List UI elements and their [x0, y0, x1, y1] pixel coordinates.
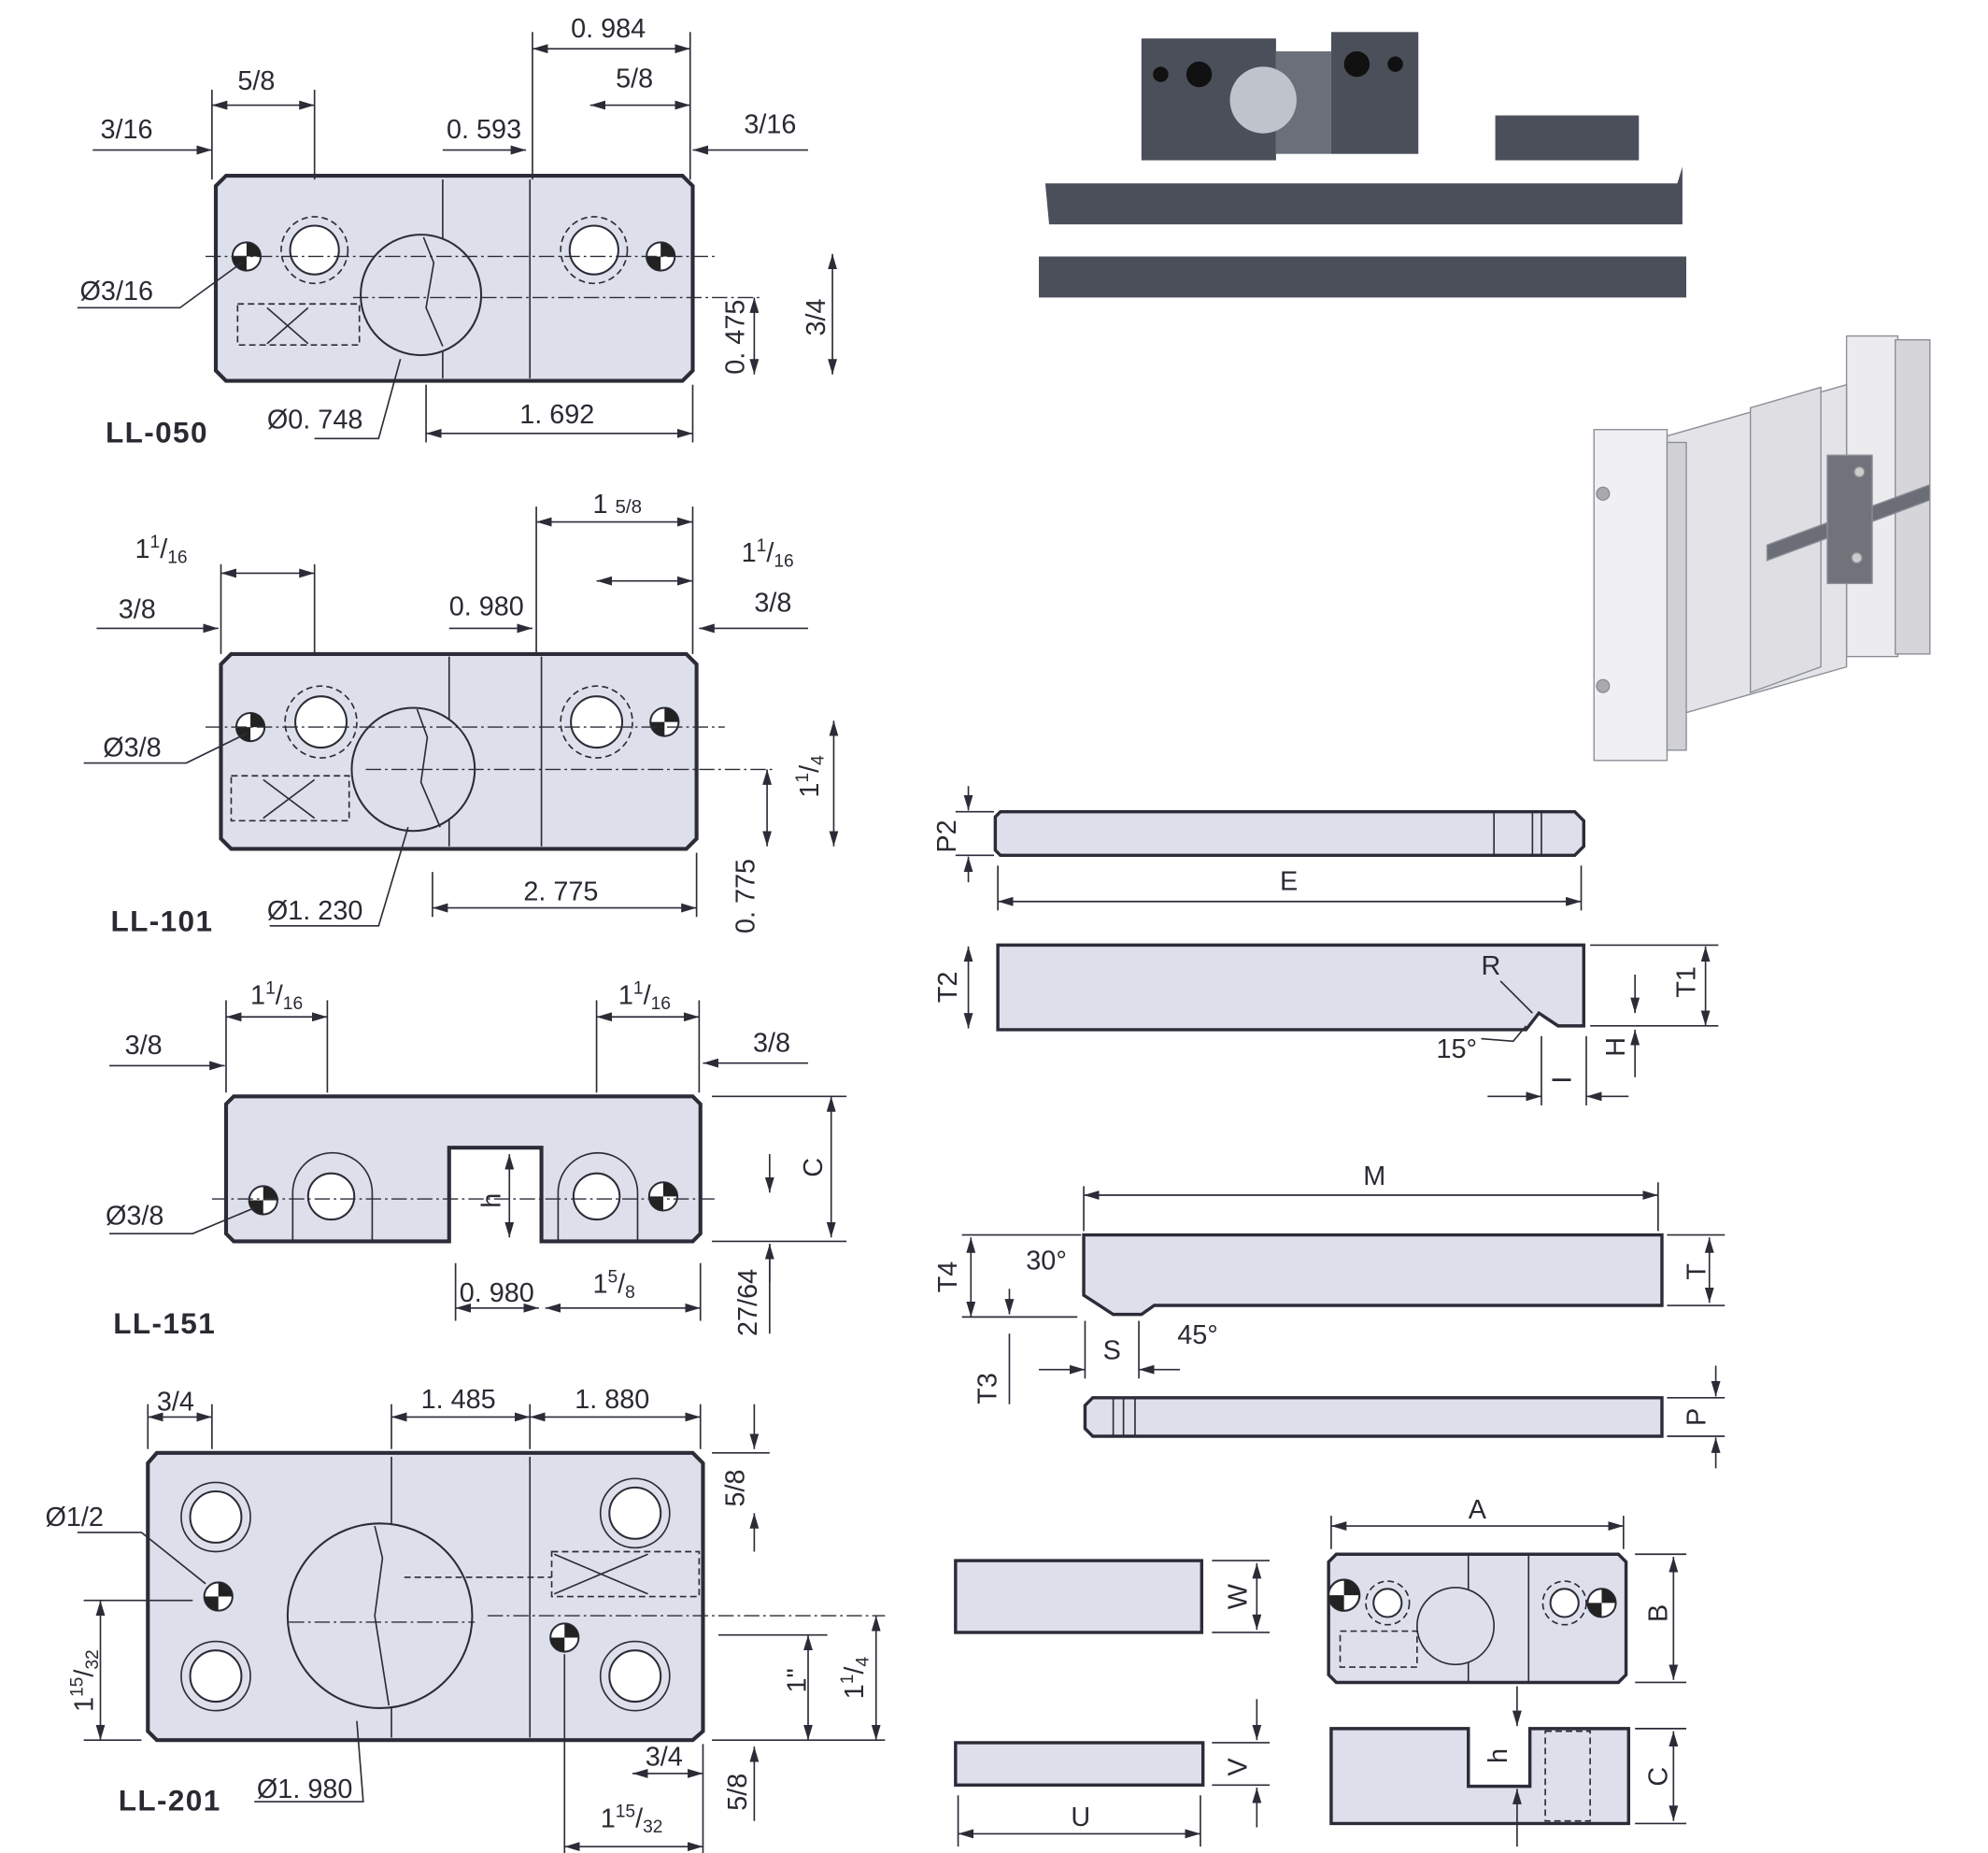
drawing-ll-201: 3/4 1. 485 1. 880 5/8 Ø1/2 115/32 1" 11/… — [45, 1385, 886, 1853]
dim-3-8-right: 3/8 — [753, 1028, 790, 1058]
dim-1-inch: 1" — [782, 1668, 812, 1692]
dim-5-8-bottom: 5/8 — [723, 1774, 753, 1811]
label-h: H — [1601, 1037, 1631, 1057]
part-p2-bar: P2 E — [932, 786, 1585, 911]
dim-1-15-32-left: 115/32 — [67, 1649, 102, 1712]
part-title-ll-201: LL-201 — [119, 1784, 221, 1817]
dim-dia-1-230: Ø1. 230 — [267, 896, 362, 926]
dim-3-4-bottom: 3/4 — [646, 1743, 683, 1773]
label-t2: T2 — [933, 972, 963, 1004]
dim-3-8-left: 3/8 — [119, 594, 156, 624]
dim-1-1-16-left: 11/16 — [250, 979, 303, 1014]
label-i: I — [1548, 1076, 1578, 1084]
drawing-ll-101: 1 5/8 11/16 11/16 3/8 0. 980 3/8 Ø3/8 Ø1… — [83, 490, 839, 937]
part-m-bar: M 30° T4 S 45° T T3 — [933, 1162, 1725, 1404]
dim-0-980: 0. 980 — [449, 592, 524, 622]
dim-1-15-32-bottom: 115/32 — [601, 1803, 663, 1837]
dim-3-8-right: 3/8 — [754, 589, 791, 619]
dim-0-775: 0. 775 — [731, 859, 760, 934]
label-t: T — [1683, 1263, 1712, 1280]
dim-dia-0-748: Ø0. 748 — [267, 405, 362, 435]
dim-0-593: 0. 593 — [447, 115, 521, 145]
label-w: W — [1223, 1583, 1253, 1609]
dim-27-64: 27/64 — [733, 1269, 763, 1336]
part-assembly: A B h C — [1327, 1495, 1687, 1847]
dim-0-980: 0. 980 — [460, 1278, 534, 1308]
drawing-ll-050: 0. 984 5/8 5/8 3/16 0. 593 3/16 Ø3/16 Ø0… — [77, 14, 838, 449]
dim-c: C — [799, 1158, 829, 1177]
part-v-block: V U — [954, 1699, 1271, 1847]
dim-1-1-16-left: 11/16 — [135, 533, 188, 567]
dim-2-775: 2. 775 — [523, 877, 598, 906]
label-e: E — [1280, 866, 1298, 896]
dim-5-8-top: 5/8 — [720, 1469, 750, 1506]
dim-3-16-right: 3/16 — [744, 110, 796, 140]
dim-dia-3-8: Ø3/8 — [103, 734, 161, 763]
label-s: S — [1103, 1336, 1121, 1366]
dim-dia-1-980: Ø1. 980 — [257, 1775, 352, 1804]
dim-3-4: 3/4 — [802, 299, 831, 336]
dim-1-485: 1. 485 — [421, 1385, 496, 1415]
label-b: B — [1643, 1604, 1673, 1622]
dim-h: h — [477, 1193, 507, 1208]
label-t4: T4 — [933, 1261, 963, 1293]
dim-3-4-top: 3/4 — [157, 1388, 194, 1418]
dim-5-8-right: 5/8 — [616, 64, 653, 93]
label-u: U — [1071, 1803, 1090, 1832]
mold-illustration — [1593, 335, 1931, 762]
dim-dia-3-8: Ø3/8 — [106, 1202, 163, 1232]
label-t3: T3 — [973, 1373, 1003, 1404]
product-photo — [1039, 32, 1687, 298]
part-t2-bar: T2 R 15° T1 H I — [933, 943, 1719, 1105]
part-title-ll-101: LL-101 — [110, 904, 213, 937]
label-t1: T1 — [1672, 966, 1702, 998]
dim-5-8-left: 5/8 — [237, 66, 275, 96]
label-r: R — [1481, 951, 1500, 981]
dim-3-8-left: 3/8 — [125, 1031, 163, 1061]
part-title-ll-050: LL-050 — [106, 415, 208, 449]
label-h-assembly: h — [1484, 1748, 1513, 1763]
dim-1-5-8: 15/8 — [592, 1267, 634, 1302]
dim-1-880: 1. 880 — [575, 1385, 649, 1415]
label-30-deg: 30° — [1026, 1247, 1067, 1276]
part-p-bar: P — [1083, 1365, 1725, 1469]
dim-0-475: 0. 475 — [720, 300, 750, 375]
label-m: M — [1363, 1162, 1385, 1191]
dim-dia-3-16: Ø3/16 — [80, 277, 153, 306]
dim-1-1-16-right: 11/16 — [618, 979, 671, 1014]
label-a: A — [1469, 1495, 1487, 1525]
dim-1-1-16-right: 11/16 — [742, 536, 794, 571]
label-p2: P2 — [932, 820, 962, 852]
dim-3-16-left: 3/16 — [100, 115, 152, 145]
label-c: C — [1643, 1767, 1673, 1787]
part-title-ll-151: LL-151 — [113, 1306, 216, 1340]
dim-1-1-4: 11/4 — [793, 755, 828, 798]
dim-1-5-8: 1 5/8 — [592, 490, 642, 520]
label-v: V — [1223, 1758, 1253, 1776]
label-p: P — [1683, 1408, 1712, 1426]
part-w-block: W — [954, 1559, 1271, 1634]
dim-1-692: 1. 692 — [519, 400, 594, 430]
drawing-ll-151: 11/16 11/16 3/8 3/8 C h Ø3/8 0. 980 15/8… — [106, 979, 847, 1340]
dim-0-984: 0. 984 — [571, 14, 646, 44]
dim-dia-1-2: Ø1/2 — [45, 1503, 103, 1532]
label-15-deg: 15° — [1436, 1034, 1477, 1064]
dim-1-1-4: 11/4 — [838, 1657, 873, 1700]
label-45-deg: 45° — [1177, 1320, 1218, 1350]
